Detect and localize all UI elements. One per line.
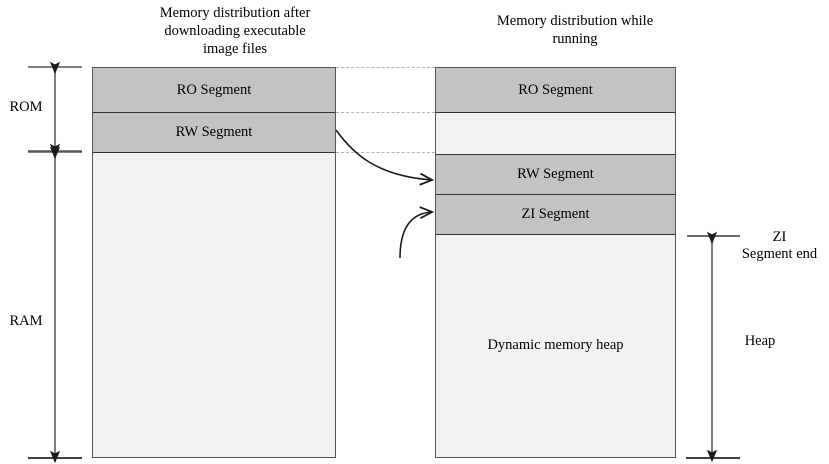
arrow-rw-relocation — [335, 129, 435, 186]
bracket-label-zi-segment-end: ZI Segment end — [741, 229, 818, 262]
right-diagram-title: Memory distribution while running — [496, 13, 654, 47]
right-segment-heap: Dynamic memory heap — [436, 235, 675, 456]
left-segment-rw-label: RW Segment — [175, 124, 253, 140]
right-segment-zi: ZI Segment — [436, 195, 675, 235]
right-segment-ro: RO Segment — [436, 68, 675, 113]
connector-dotted-line-top — [336, 67, 435, 68]
ram-bracket — [28, 146, 82, 464]
connector-dotted-line-ro-bottom — [336, 112, 435, 113]
left-segment-ro-label: RO Segment — [176, 81, 252, 98]
right-segment-ro-label: RO Segment — [518, 81, 593, 98]
bracket-label-heap: Heap — [744, 333, 776, 349]
left-diagram-title: Memory distribution after downloading ex… — [159, 5, 311, 57]
bracket-label-rom: ROM — [9, 99, 43, 115]
connector-dotted-line-rw-bottom — [336, 152, 435, 153]
left-segment-rw: RW Segment — [93, 113, 335, 153]
right-segment-rw-label: RW Segment — [517, 166, 594, 182]
left-segment-ro: RO Segment — [93, 68, 335, 113]
right-segment-zi-label: ZI Segment — [521, 206, 590, 222]
right-segment-heap-label: Dynamic memory heap — [487, 337, 624, 353]
left-segment-free — [93, 153, 335, 456]
right-segment-rw: RW Segment — [436, 155, 675, 195]
bracket-label-ram: RAM — [9, 313, 43, 329]
right-segment-gap — [436, 113, 675, 155]
right-memory-block: RO Segment RW Segment ZI Segment Dynamic… — [435, 67, 676, 458]
arrow-zi-creation — [399, 206, 435, 259]
left-memory-block: RO Segment RW Segment — [92, 67, 336, 458]
